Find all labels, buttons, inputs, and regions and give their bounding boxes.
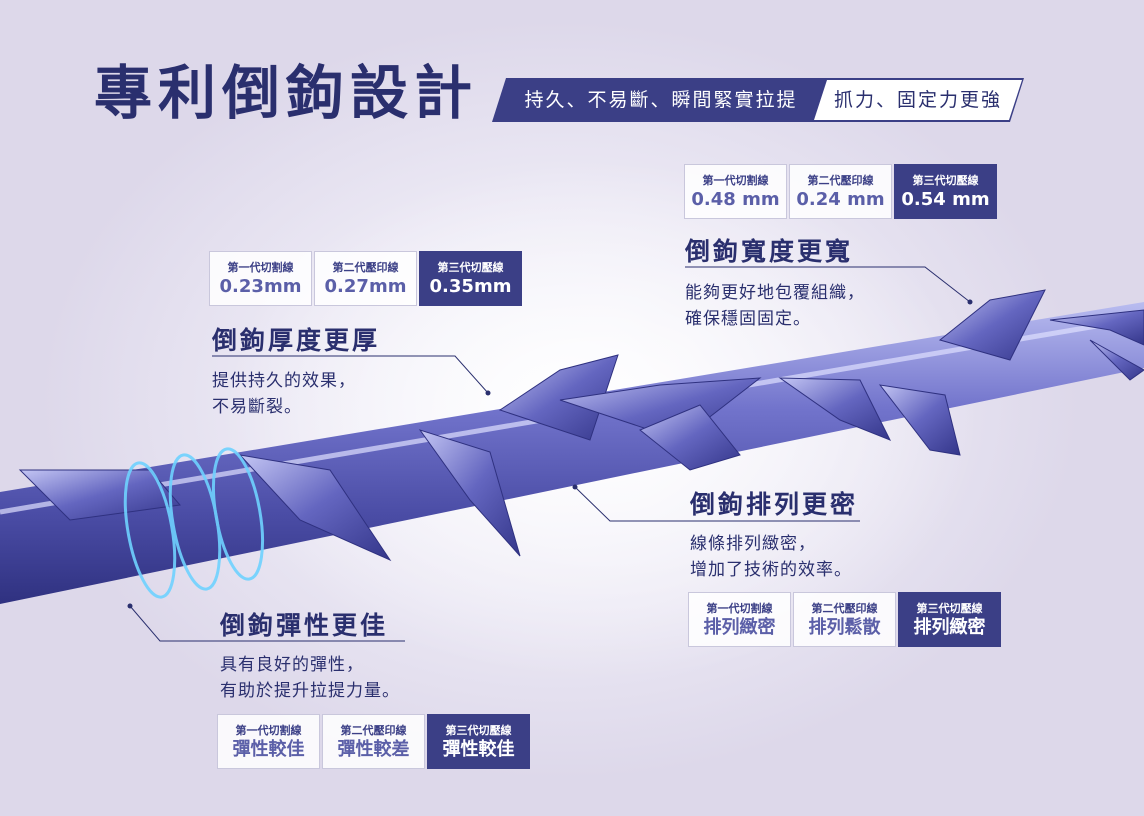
box-label: 第三代切壓線 bbox=[445, 724, 512, 737]
box-label: 第二代壓印線 bbox=[811, 602, 878, 615]
density-box-gen2: 第二代壓印線 排列鬆散 bbox=[793, 592, 896, 647]
box-value: 0.54 mm bbox=[901, 189, 990, 210]
box-label: 第一代切割線 bbox=[227, 261, 294, 274]
tagline-durable: 持久、不易斷、瞬間緊實拉提 bbox=[492, 78, 830, 122]
width-box-gen1: 第一代切割線 0.48 mm bbox=[684, 164, 787, 219]
density-box-gen3: 第三代切壓線 排列緻密 bbox=[898, 592, 1001, 647]
thread-shaft bbox=[0, 302, 1144, 604]
box-value: 0.24 mm bbox=[796, 189, 885, 210]
barb bbox=[238, 454, 392, 562]
barb bbox=[938, 289, 1046, 361]
width-heading: 倒鉤寬度更寬 bbox=[685, 237, 854, 266]
barb bbox=[878, 384, 961, 456]
thickness-box-gen2: 第二代壓印線 0.27mm bbox=[314, 251, 417, 306]
width-box-gen2: 第二代壓印線 0.24 mm bbox=[789, 164, 892, 219]
width-desc: 能夠更好地包覆組織， 確保穩固固定。 bbox=[685, 280, 865, 332]
density-box-gen1: 第一代切割線 排列緻密 bbox=[688, 592, 791, 647]
thickness-box-gen1: 第一代切割線 0.23mm bbox=[209, 251, 312, 306]
density-heading: 倒鉤排列更密 bbox=[690, 490, 859, 519]
elasticity-desc: 具有良好的彈性， 有助於提升拉提力量。 bbox=[220, 652, 400, 704]
barb bbox=[559, 377, 762, 441]
page-title: 專利倒鉤設計 bbox=[94, 59, 479, 127]
box-label: 第一代切割線 bbox=[702, 174, 769, 187]
box-value: 0.35mm bbox=[429, 276, 512, 297]
thickness-box-gen3: 第三代切壓線 0.35mm bbox=[419, 251, 522, 306]
barb bbox=[639, 404, 741, 471]
desc-line: 線條排列緻密， bbox=[690, 534, 816, 554]
box-label: 第二代壓印線 bbox=[807, 174, 874, 187]
leader-lines bbox=[129, 266, 971, 642]
desc-line: 不易斷裂。 bbox=[212, 397, 302, 417]
barb bbox=[418, 429, 521, 557]
box-label: 第一代切割線 bbox=[706, 602, 773, 615]
density-desc: 線條排列緻密， 增加了技術的效率。 bbox=[690, 531, 852, 583]
elasticity-box-gen3: 第三代切壓線 彈性較佳 bbox=[427, 714, 530, 769]
desc-line: 增加了技術的效率。 bbox=[690, 560, 852, 580]
box-value: 排列緻密 bbox=[913, 617, 986, 638]
box-value: 排列緻密 bbox=[703, 617, 776, 638]
thickness-desc: 提供持久的效果， 不易斷裂。 bbox=[212, 368, 356, 420]
elasticity-box-gen1: 第一代切割線 彈性較佳 bbox=[217, 714, 320, 769]
elastic-glow-rings bbox=[123, 447, 265, 599]
box-label: 第三代切壓線 bbox=[437, 261, 504, 274]
width-box-gen3: 第三代切壓線 0.54 mm bbox=[894, 164, 997, 219]
box-value: 排列鬆散 bbox=[808, 617, 881, 638]
elasticity-heading: 倒鉤彈性更佳 bbox=[220, 611, 389, 640]
desc-line: 提供持久的效果， bbox=[212, 371, 356, 391]
barb bbox=[498, 354, 619, 441]
desc-line: 確保穩固固定。 bbox=[685, 309, 811, 329]
thickness-heading: 倒鉤厚度更厚 bbox=[212, 326, 381, 355]
desc-line: 能夠更好地包覆組織， bbox=[685, 283, 865, 303]
desc-line: 具有良好的彈性， bbox=[220, 655, 364, 675]
tagline-grip: 抓力、固定力更強 bbox=[814, 80, 1022, 120]
box-value: 0.48 mm bbox=[691, 189, 780, 210]
box-value: 0.23mm bbox=[219, 276, 302, 297]
barb-group bbox=[18, 289, 1144, 562]
box-label: 第二代壓印線 bbox=[332, 261, 399, 274]
desc-line: 有助於提升拉提力量。 bbox=[220, 681, 400, 701]
elasticity-box-gen2: 第二代壓印線 彈性較差 bbox=[322, 714, 425, 769]
tagline-grip-frame: 抓力、固定力更強 bbox=[812, 78, 1024, 122]
box-label: 第三代切壓線 bbox=[912, 174, 979, 187]
barb bbox=[1089, 339, 1144, 381]
box-value: 彈性較佳 bbox=[442, 739, 515, 760]
box-label: 第一代切割線 bbox=[235, 724, 302, 737]
box-label: 第三代切壓線 bbox=[916, 602, 983, 615]
barb bbox=[1049, 309, 1144, 346]
box-value: 彈性較佳 bbox=[232, 739, 305, 760]
box-label: 第二代壓印線 bbox=[340, 724, 407, 737]
barb bbox=[778, 377, 892, 441]
leader-dots bbox=[127, 299, 973, 609]
box-value: 彈性較差 bbox=[337, 739, 410, 760]
box-value: 0.27mm bbox=[324, 276, 407, 297]
